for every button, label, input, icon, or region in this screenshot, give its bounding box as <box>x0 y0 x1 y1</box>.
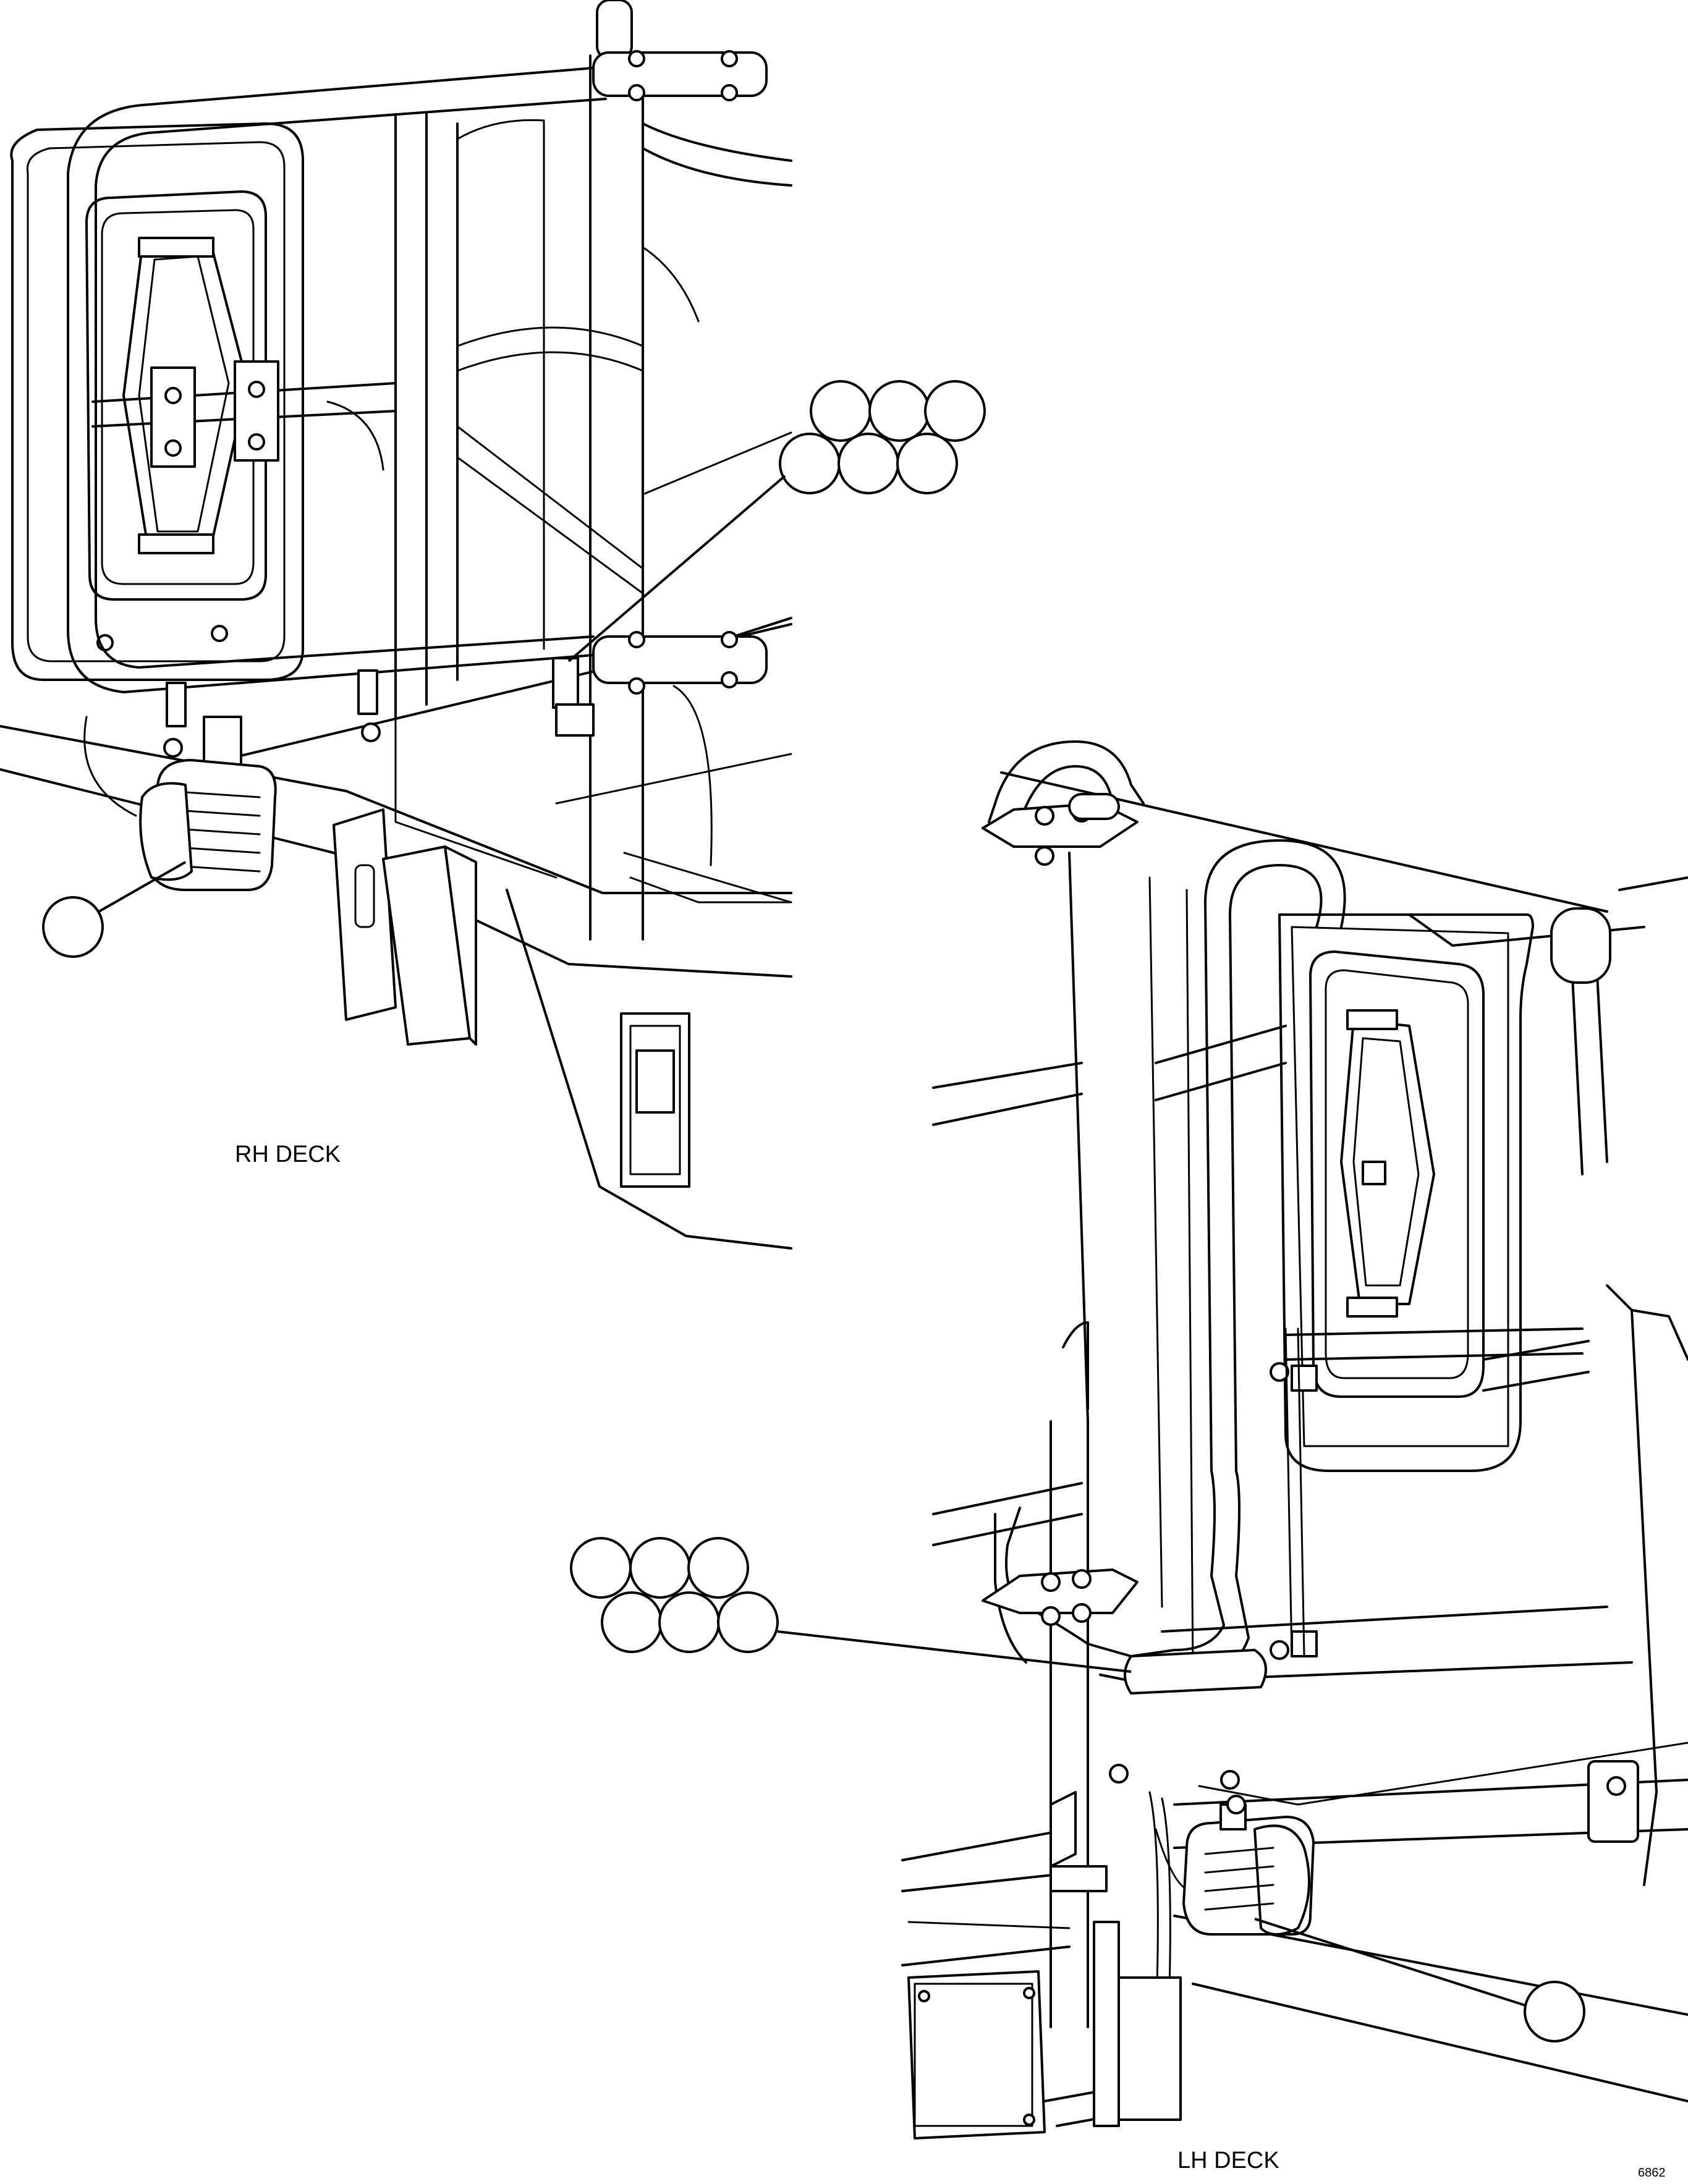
lh-light-callout <box>1254 1918 1585 2042</box>
rh-callout-balloon <box>924 380 986 442</box>
lh-deck-label: LH DECK <box>1177 2148 1279 2173</box>
rh-door-panel <box>10 122 397 681</box>
rh-deck-view: RH DECK <box>0 0 986 1250</box>
rh-work-light <box>83 685 713 891</box>
rh-callout-balloon <box>868 380 930 442</box>
lh-callout-balloon <box>570 1537 632 1599</box>
rh-electrical-boxes <box>333 808 690 1188</box>
rh-callout-balloon <box>896 433 958 494</box>
lh-light-callout-balloon <box>1524 1981 1585 2042</box>
lh-light-callout-leader <box>1254 1918 1526 2007</box>
rh-light-callout-balloon <box>42 896 104 958</box>
figure-id: 6862 <box>1638 2166 1666 2180</box>
rh-deck-label: RH DECK <box>235 1141 341 1167</box>
lh-grab-handle <box>982 740 1346 1790</box>
lh-callout-balloon <box>687 1537 749 1599</box>
rh-callout-balloon <box>779 433 841 494</box>
rh-callout-balloon <box>838 433 899 494</box>
lh-callout-balloon <box>601 1591 663 1653</box>
lh-junction-box <box>907 1921 1182 2140</box>
lh-callout-leader <box>777 1630 1132 1673</box>
lh-callout-cluster <box>570 1537 1132 1673</box>
rh-callout-balloon <box>810 380 872 442</box>
rh-callout-leader <box>567 475 786 662</box>
rh-railing <box>394 0 792 941</box>
lh-callout-balloon <box>629 1537 691 1599</box>
rh-callout-cluster <box>567 380 986 662</box>
rh-light-callout-leader <box>98 861 186 913</box>
lh-deck-view: LH DECK <box>570 740 1688 2173</box>
rh-light-callout <box>42 861 186 958</box>
rh-grab-handle <box>67 50 768 758</box>
lh-callout-balloon <box>717 1591 779 1653</box>
lh-callout-balloon <box>658 1591 720 1653</box>
lh-door-panel <box>1278 913 1584 1472</box>
